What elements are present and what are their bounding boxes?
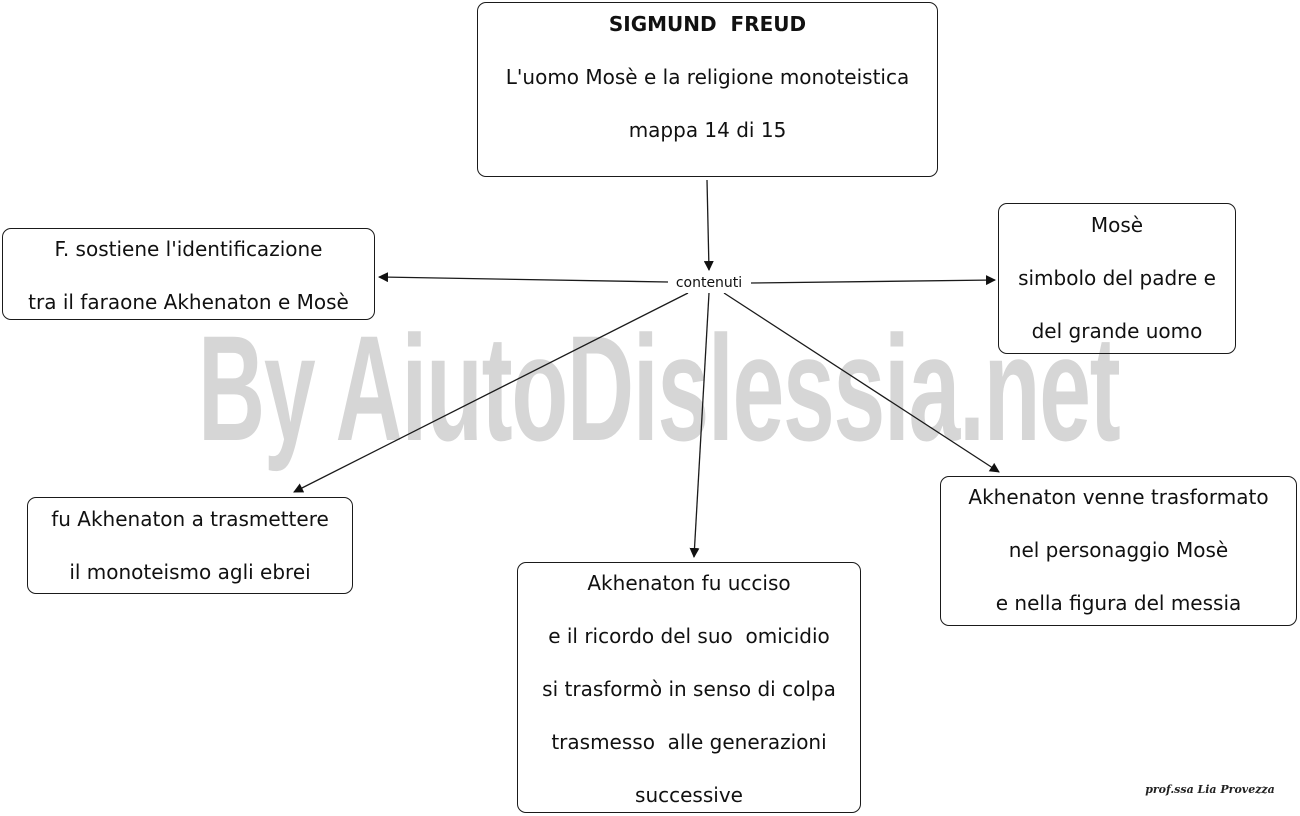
node-mose-simbolo: Mosè simbolo del padre e del grande uomo [998,203,1236,354]
author-signature: prof.ssa Lia Provezza [1145,783,1275,796]
link-hub-to-mose-simbolo [750,275,996,286]
node-line: successive [635,783,743,807]
link-hub-to-identificazione [378,272,669,283]
node-ucciso: Akhenaton fu ucciso e il ricordo del suo… [517,562,861,813]
node-line: Akhenaton venne trasformato [968,485,1269,509]
node-identificazione: F. sostiene l'identificazione tra il far… [2,228,375,320]
node-line: il monoteismo agli ebrei [69,560,311,584]
node-line: simbolo del padre e [1018,266,1216,290]
link-hub-to-trasformato [723,292,1000,473]
title-node: SIGMUND FREUD L'uomo Mosè e la religione… [477,2,938,177]
node-line: e il ricordo del suo omicidio [548,624,830,648]
node-line: tra il faraone Akhenaton e Mosè [28,290,349,314]
node-line: trasmesso alle generazioni [551,730,827,754]
map-subtitle: L'uomo Mosè e la religione monoteistica [505,65,910,89]
map-counter: mappa 14 di 15 [628,118,787,142]
node-line: e nella figura del messia [995,591,1242,615]
link-title-to-hub [703,179,714,271]
link-hub-to-ucciso [689,292,710,558]
node-monoteismo: fu Akhenaton a trasmettere il monoteismo… [27,497,353,594]
node-line: F. sostiene l'identificazione [54,237,323,261]
node-line: Mosè [1090,213,1144,237]
node-line: si trasformò in senso di colpa [542,677,836,701]
node-line: del grande uomo [1031,319,1203,343]
map-title: SIGMUND FREUD [608,12,807,36]
node-line: Akhenaton fu ucciso [587,571,791,595]
node-trasformato: Akhenaton venne trasformato nel personag… [940,476,1297,626]
hub-label: contenuti [668,273,750,293]
node-line: fu Akhenaton a trasmettere [51,507,329,531]
link-hub-to-monoteismo [293,292,689,493]
node-line: nel personaggio Mosè [1008,538,1229,562]
